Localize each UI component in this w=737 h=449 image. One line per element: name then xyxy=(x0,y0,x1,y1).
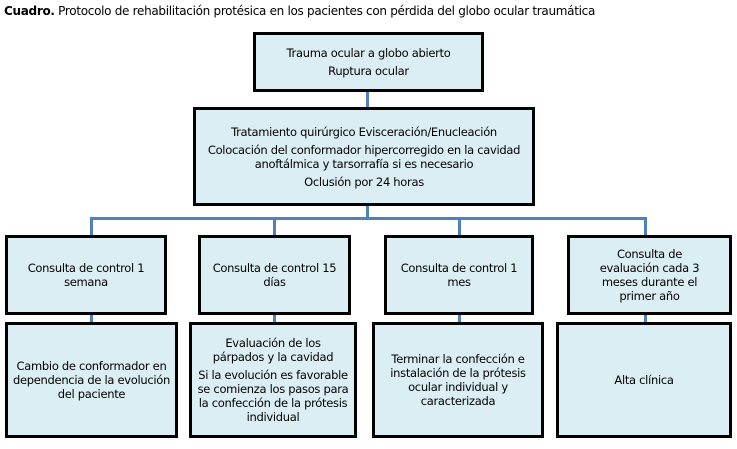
connector xyxy=(366,91,369,108)
connector xyxy=(644,313,647,323)
treatment-line2: Colocación del conformador hipercorregid… xyxy=(207,142,521,171)
visit-title: Consulta de evaluación cada 3 meses dura… xyxy=(599,247,700,303)
trauma-box: Trauma ocular a globo abierto Ruptura oc… xyxy=(253,32,484,92)
visit-box-1: Consulta de control 1 semana xyxy=(5,235,167,315)
connector xyxy=(458,313,461,323)
action-box-1: Cambio de conformador en dependencia de … xyxy=(5,322,178,438)
connector xyxy=(366,205,369,219)
action-text: Evaluación de los párpados y la cavidad xyxy=(212,336,334,364)
connector xyxy=(273,313,276,323)
trauma-line1: Trauma ocular a globo abierto xyxy=(286,46,451,60)
connector xyxy=(644,217,647,236)
treatment-box: Tratamiento quirúrgico Evisceración/Enuc… xyxy=(193,107,535,206)
action-text: Terminar la confección e instalación de … xyxy=(390,352,526,408)
treatment-line3: Oclusión por 24 horas xyxy=(304,174,424,189)
caption: Cuadro. Protocolo de rehabilitación prot… xyxy=(4,4,595,18)
treatment-line1: Tratamiento quirúrgico Evisceración/Enuc… xyxy=(231,124,497,139)
action-text: Cambio de conformador en dependencia de … xyxy=(13,359,170,401)
action-box-4: Alta clínica xyxy=(556,322,732,438)
connector xyxy=(273,217,276,236)
action-text: Si la evolución es favorable se comienza… xyxy=(197,368,349,424)
connector xyxy=(458,217,461,236)
connector xyxy=(90,217,647,220)
visit-title: Consulta de control 1 mes xyxy=(400,261,518,289)
visit-title: Consulta de control 1 semana xyxy=(27,261,145,289)
action-text: Alta clínica xyxy=(614,373,674,387)
action-box-2: Evaluación de los párpados y la cavidad … xyxy=(189,322,357,438)
visit-box-4: Consulta de evaluación cada 3 meses dura… xyxy=(567,235,732,315)
visit-box-3: Consulta de control 1 mes xyxy=(384,235,534,315)
visit-title: Consulta de control 15 días xyxy=(212,261,337,289)
caption-text: Protocolo de rehabilitación protésica en… xyxy=(54,4,596,18)
connector xyxy=(90,313,93,323)
action-box-3: Terminar la confección e instalación de … xyxy=(372,322,544,438)
trauma-line2: Ruptura ocular xyxy=(328,64,409,78)
caption-label: Cuadro. xyxy=(4,4,55,18)
connector xyxy=(90,217,93,236)
visit-box-2: Consulta de control 15 días xyxy=(198,235,351,315)
